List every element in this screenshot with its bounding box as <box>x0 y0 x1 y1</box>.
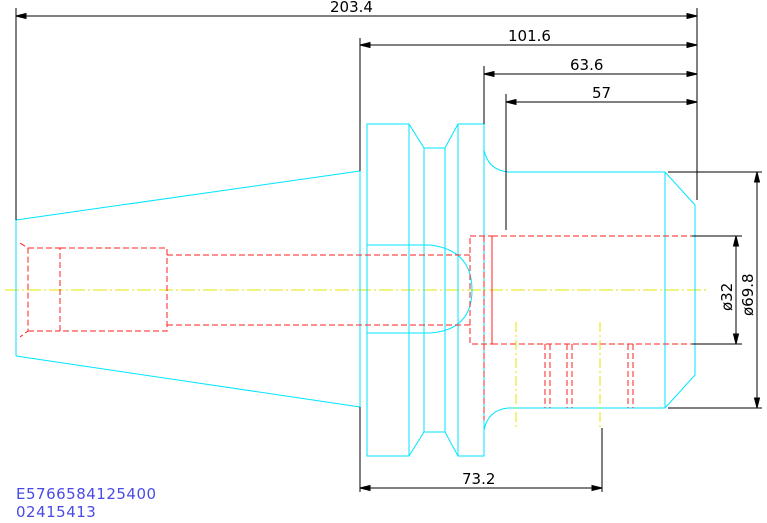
dimension-lines <box>15 8 762 492</box>
dim-outer-diameter: ø69.8 <box>739 273 757 316</box>
dim-bore-depth: 57 <box>592 84 611 102</box>
dim-bore-diameter: ø32 <box>718 283 736 311</box>
part-number: E5766584125400 <box>16 485 157 503</box>
sub-code: 02415413 <box>16 503 97 521</box>
dim-overall-length: 203.4 <box>330 0 373 16</box>
tool-outline <box>15 123 696 457</box>
dim-shank-length: 63.6 <box>570 56 603 74</box>
hidden-lines <box>19 235 692 420</box>
dim-flange-to-end: 101.6 <box>508 27 551 45</box>
screw-centerlines <box>515 322 601 428</box>
dim-flange-offset: 73.2 <box>462 470 495 488</box>
